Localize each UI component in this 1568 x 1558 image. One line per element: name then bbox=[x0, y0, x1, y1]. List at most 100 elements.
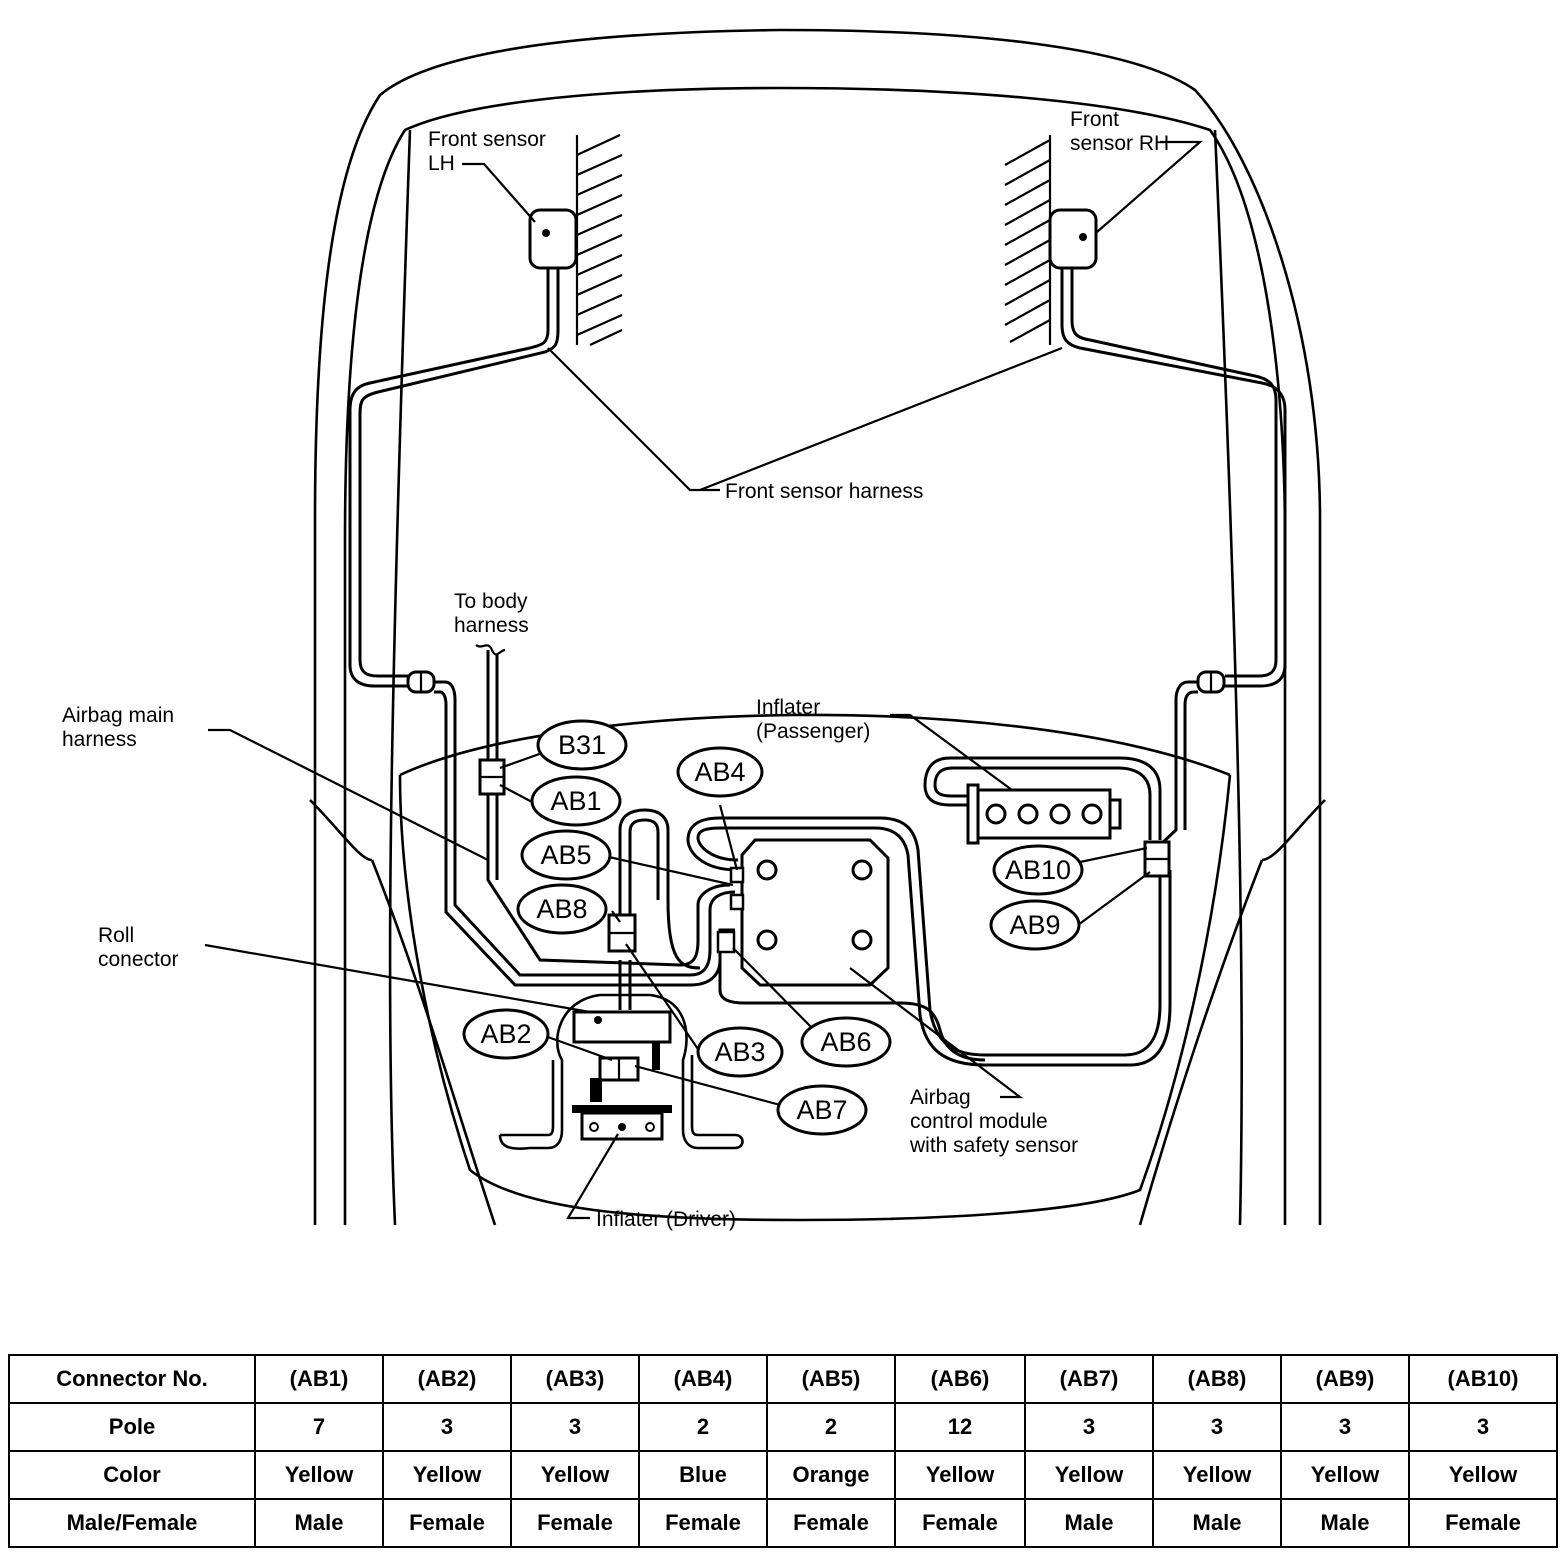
table-cell: Yellow bbox=[894, 1450, 1026, 1500]
table-cell: Orange bbox=[766, 1450, 896, 1500]
table-cell: Male bbox=[254, 1498, 384, 1548]
svg-text:Front: Front bbox=[1070, 108, 1119, 131]
front-sensor-lh bbox=[528, 208, 578, 270]
table-cell: Female bbox=[766, 1498, 896, 1548]
svg-text:conector: conector bbox=[98, 948, 179, 971]
label-roll-connector: Roll conector bbox=[98, 924, 179, 971]
inflater-passenger bbox=[966, 783, 1122, 845]
svg-text:AB9: AB9 bbox=[1009, 910, 1060, 940]
connector-bubble-B31: B31 bbox=[536, 719, 628, 771]
label-front-sensor-rh: Front sensor RH bbox=[1070, 108, 1169, 155]
table-cell: 3 bbox=[1152, 1402, 1282, 1452]
svg-text:Airbag main: Airbag main bbox=[62, 704, 174, 727]
table-cell: Yellow bbox=[254, 1450, 384, 1500]
table-cell: 3 bbox=[1408, 1402, 1558, 1452]
connector-bubble-AB1: AB1 bbox=[530, 775, 622, 827]
svg-text:AB4: AB4 bbox=[694, 757, 745, 787]
svg-text:(Passenger): (Passenger) bbox=[756, 720, 870, 743]
svg-text:control module: control module bbox=[910, 1110, 1048, 1133]
svg-text:AB1: AB1 bbox=[550, 786, 601, 816]
svg-text:Airbag: Airbag bbox=[910, 1086, 971, 1109]
table-cell: (AB9) bbox=[1280, 1354, 1410, 1404]
label-to-body-harness: To body harness bbox=[454, 590, 529, 637]
table-cell: (AB3) bbox=[510, 1354, 640, 1404]
svg-text:B31: B31 bbox=[558, 730, 606, 760]
table-cell: Yellow bbox=[1280, 1450, 1410, 1500]
connector-spec-table: Connector No. (AB1) (AB2) (AB3) (AB4) (A… bbox=[8, 1354, 1558, 1548]
connector-bubble-AB4: AB4 bbox=[676, 746, 764, 798]
table-cell: Yellow bbox=[1024, 1450, 1154, 1500]
table-cell: Female bbox=[1408, 1498, 1558, 1548]
table-cell: Color bbox=[8, 1450, 256, 1500]
table-cell: 7 bbox=[254, 1402, 384, 1452]
table-cell: Blue bbox=[638, 1450, 768, 1500]
car-body-outline bbox=[309, 28, 1326, 1226]
table-cell: (AB7) bbox=[1024, 1354, 1154, 1404]
svg-text:AB8: AB8 bbox=[536, 894, 587, 924]
connector-bubble-AB6: AB6 bbox=[800, 1016, 892, 1068]
table-cell: Female bbox=[382, 1498, 512, 1548]
connector-bubble-AB2: AB2 bbox=[462, 1008, 550, 1060]
svg-text:AB10: AB10 bbox=[1005, 855, 1071, 885]
table-cell: 3 bbox=[510, 1402, 640, 1452]
table-cell: Female bbox=[638, 1498, 768, 1548]
connector-bubble-AB9: AB9 bbox=[989, 899, 1081, 951]
svg-text:harness: harness bbox=[62, 728, 137, 751]
table-cell: 2 bbox=[638, 1402, 768, 1452]
table-cell: 3 bbox=[1024, 1402, 1154, 1452]
table-cell: Pole bbox=[8, 1402, 256, 1452]
front-sensor-harness bbox=[348, 268, 1287, 694]
table-cell: Male bbox=[1280, 1498, 1410, 1548]
table-cell: (AB1) bbox=[254, 1354, 384, 1404]
table-cell: Yellow bbox=[382, 1450, 512, 1500]
connector-bubble-AB3: AB3 bbox=[696, 1026, 784, 1078]
connector-bubble-AB10: AB10 bbox=[992, 844, 1084, 896]
table-cell: Male bbox=[1024, 1498, 1154, 1548]
airbag-main-harness bbox=[434, 650, 1198, 1067]
svg-text:harness: harness bbox=[454, 614, 529, 637]
table-cell: 12 bbox=[894, 1402, 1026, 1452]
svg-text:Front sensor: Front sensor bbox=[428, 128, 546, 151]
airbag-control-module bbox=[716, 838, 890, 987]
svg-text:AB2: AB2 bbox=[480, 1019, 531, 1049]
svg-text:AB5: AB5 bbox=[540, 840, 591, 870]
table-cell: 3 bbox=[1280, 1402, 1410, 1452]
table-row: Male/Female Male Female Female Female Fe… bbox=[8, 1498, 1558, 1548]
svg-text:sensor RH: sensor RH bbox=[1070, 132, 1169, 155]
table-cell: Yellow bbox=[510, 1450, 640, 1500]
table-cell: Female bbox=[894, 1498, 1026, 1548]
svg-text:To body: To body bbox=[454, 590, 528, 613]
front-sensor-rh bbox=[1048, 208, 1098, 270]
svg-text:Inflater (Driver): Inflater (Driver) bbox=[596, 1208, 736, 1231]
svg-text:with safety sensor: with safety sensor bbox=[909, 1134, 1078, 1157]
leader-lines bbox=[204, 140, 1203, 1220]
connector-blocks bbox=[478, 758, 1171, 953]
table-row: Pole 7 3 3 2 2 12 3 3 3 3 bbox=[8, 1402, 1558, 1452]
steering-column bbox=[498, 993, 744, 1150]
table-cell: 2 bbox=[766, 1402, 896, 1452]
label-airbag-main-harness: Airbag main harness bbox=[62, 704, 174, 751]
svg-text:Front sensor harness: Front sensor harness bbox=[725, 480, 923, 503]
connector-bubble-AB8: AB8 bbox=[516, 883, 608, 935]
label-airbag-control-module: Airbag control module with safety sensor bbox=[909, 1086, 1078, 1157]
front-wall-rh bbox=[1004, 135, 1052, 345]
label-front-sensor-lh: Front sensor LH bbox=[428, 128, 546, 175]
svg-text:AB7: AB7 bbox=[796, 1095, 847, 1125]
svg-text:Inflater: Inflater bbox=[756, 696, 820, 719]
table-cell: Yellow bbox=[1408, 1450, 1558, 1500]
table-cell: (AB6) bbox=[894, 1354, 1026, 1404]
label-inflater-driver: Inflater (Driver) bbox=[596, 1208, 736, 1231]
table-cell: (AB4) bbox=[638, 1354, 768, 1404]
table-cell: (AB10) bbox=[1408, 1354, 1558, 1404]
label-front-sensor-harness: Front sensor harness bbox=[725, 480, 923, 503]
connector-bubble-AB5: AB5 bbox=[520, 829, 612, 881]
table-cell: Female bbox=[510, 1498, 640, 1548]
table-header-row: Connector No. (AB1) (AB2) (AB3) (AB4) (A… bbox=[8, 1354, 1558, 1404]
svg-text:Roll: Roll bbox=[98, 924, 134, 947]
table-cell: Male/Female bbox=[8, 1498, 256, 1548]
table-cell: Yellow bbox=[1152, 1450, 1282, 1500]
table-cell: Connector No. bbox=[8, 1354, 256, 1404]
roll-connector bbox=[572, 1010, 672, 1044]
label-inflater-passenger: Inflater (Passenger) bbox=[756, 696, 870, 743]
table-cell: (AB8) bbox=[1152, 1354, 1282, 1404]
